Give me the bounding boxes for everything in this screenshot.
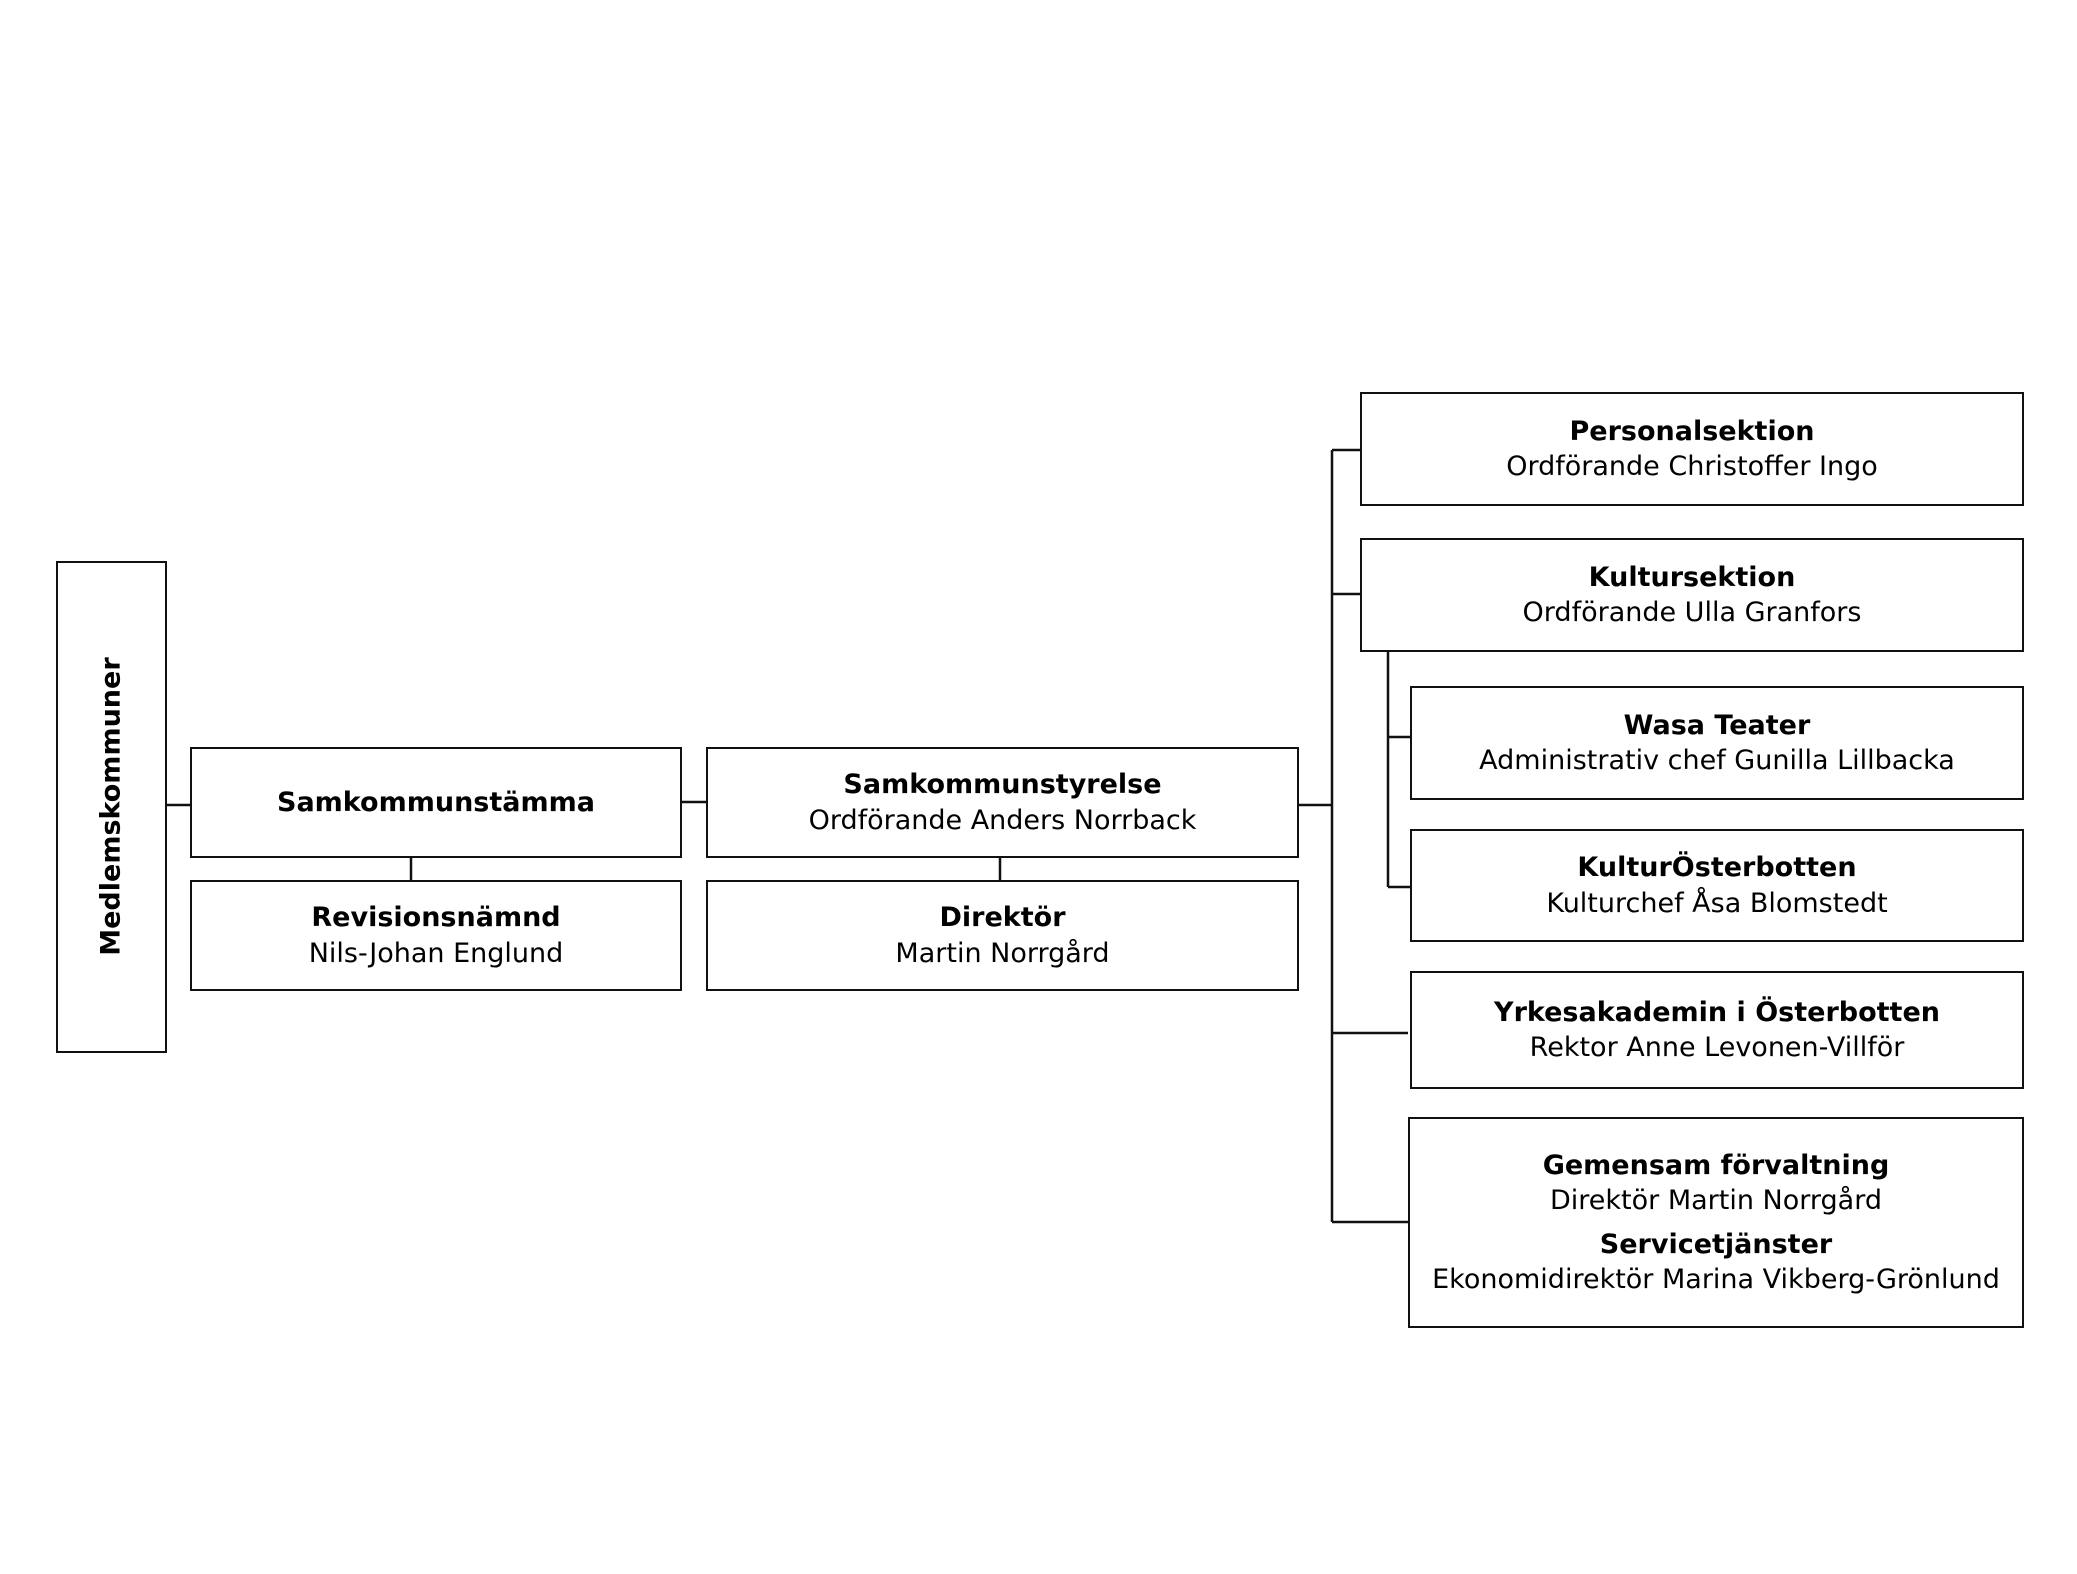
node-direktor-title: Direktör [939, 902, 1066, 934]
node-personalsektion-title: Personalsektion [1569, 415, 1815, 447]
node-yrkesakademin: Yrkesakademin i Österbotten Rektor Anne … [1410, 971, 2024, 1089]
node-samkommunstamma-title: Samkommunstämma [277, 786, 595, 818]
node-samkommunstamma: Samkommunstämma [190, 747, 682, 858]
node-gemensam-title: Gemensam förvaltning [1542, 1150, 1890, 1182]
node-kultursektion: Kultursektion Ordförande Ulla Granfors [1360, 538, 2024, 652]
node-yrkesakademin-subtitle: Rektor Anne Levonen-Villför [1529, 1032, 1905, 1063]
node-direktor: Direktör Martin Norrgård [706, 880, 1299, 991]
node-gemensam-subtitle: Direktör Martin Norrgård [1550, 1185, 1882, 1217]
node-personalsektion-subtitle: Ordförande Christoffer Ingo [1506, 451, 1878, 482]
node-revisionsnamnd-subtitle: Nils-Johan Englund [308, 937, 564, 969]
node-medlemskommuner-title: Medlemskommuner [95, 657, 127, 957]
node-samkommunstyrelse-subtitle: Ordförande Anders Norrback [808, 804, 1197, 836]
node-wasa-teater: Wasa Teater Administrativ chef Gunilla L… [1410, 686, 2024, 800]
node-kulturosterbotten-subtitle: Kulturchef Åsa Blomstedt [1546, 887, 1888, 919]
node-kulturosterbotten: KulturÖsterbotten Kulturchef Åsa Blomste… [1410, 829, 2024, 942]
node-kultursektion-subtitle: Ordförande Ulla Granfors [1522, 597, 1862, 628]
node-medlemskommuner: Medlemskommuner [56, 561, 167, 1053]
node-wasa-teater-title: Wasa Teater [1623, 709, 1811, 741]
node-yrkesakademin-title: Yrkesakademin i Österbotten [1494, 996, 1940, 1028]
node-direktor-subtitle: Martin Norrgård [895, 937, 1110, 969]
node-kulturosterbotten-title: KulturÖsterbotten [1577, 852, 1857, 884]
node-personalsektion: Personalsektion Ordförande Christoffer I… [1360, 392, 2024, 506]
node-samkommunstyrelse: Samkommunstyrelse Ordförande Anders Norr… [706, 747, 1299, 858]
node-gemensam-forvaltning: Gemensam förvaltning Direktör Martin Nor… [1408, 1117, 2024, 1328]
node-servicetjanster-title: Servicetjänster [1599, 1228, 1833, 1260]
node-servicetjanster-subtitle: Ekonomidirektör Marina Vikberg-Grönlund [1432, 1263, 2000, 1295]
node-revisionsnamnd-title: Revisionsnämnd [311, 902, 561, 934]
node-wasa-teater-subtitle: Administrativ chef Gunilla Lillbacka [1479, 745, 1955, 776]
node-kultursektion-title: Kultursektion [1588, 561, 1796, 593]
node-samkommunstyrelse-title: Samkommunstyrelse [843, 769, 1162, 801]
node-revisionsnamnd: Revisionsnämnd Nils-Johan Englund [190, 880, 682, 991]
